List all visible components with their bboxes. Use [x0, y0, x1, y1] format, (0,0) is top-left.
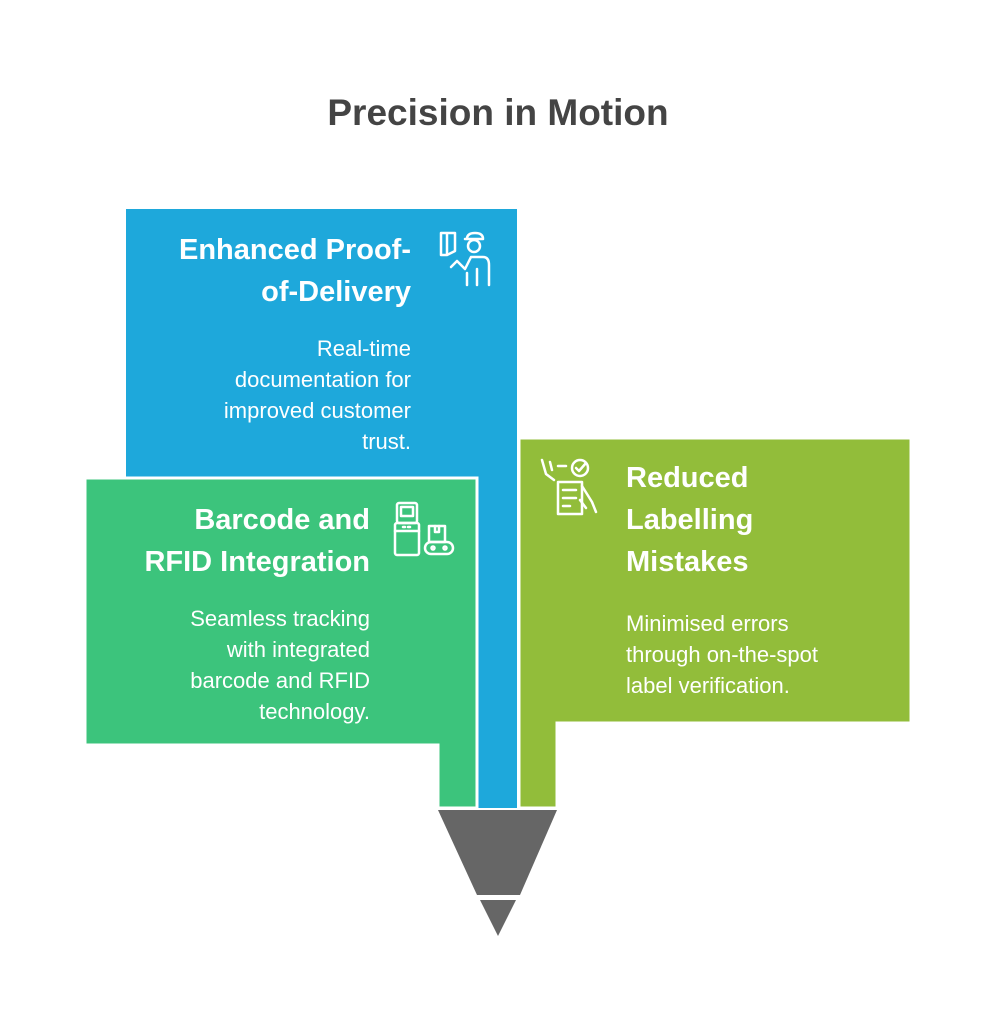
- olive-card-shape: [517, 436, 913, 810]
- desc-line: Minimised errors: [626, 611, 789, 636]
- desc-line: technology.: [259, 699, 370, 724]
- delivery-person-icon: [439, 231, 491, 287]
- desc-line: barcode and RFID: [190, 668, 370, 693]
- desc-line: improved customer: [223, 398, 411, 423]
- blue-card-shape: [126, 209, 517, 808]
- title-line: Mistakes: [626, 546, 749, 578]
- desc-line: label verification.: [626, 673, 790, 698]
- label-checklist-icon: [540, 458, 598, 516]
- title-line: Enhanced Proof-: [178, 234, 411, 266]
- title-line: Labelling: [626, 504, 754, 536]
- desc-line: Real-time: [316, 336, 411, 361]
- desc-line: through on-the-spot: [626, 642, 819, 667]
- desc-line: Seamless tracking: [190, 606, 370, 631]
- title-line: Reduced: [626, 462, 749, 494]
- green-card-shape: [83, 476, 479, 810]
- desc-line: with integrated: [226, 637, 370, 662]
- card-desc-proof-of-delivery: Real-time documentation for improved cus…: [130, 333, 411, 457]
- title-line: Barcode and: [194, 504, 370, 536]
- card-desc-labelling: Minimised errors through on-the-spot lab…: [626, 608, 906, 701]
- funnel-tip: [480, 900, 516, 936]
- card-title-proof-of-delivery: Enhanced Proof- of-Delivery: [130, 229, 411, 313]
- title-line: RFID Integration: [144, 546, 370, 578]
- desc-line: trust.: [362, 429, 411, 454]
- page-title: Precision in Motion: [327, 92, 669, 133]
- card-title-barcode-rfid: Barcode and RFID Integration: [90, 499, 370, 583]
- card-title-labelling: Reduced Labelling Mistakes: [626, 457, 906, 583]
- title-line: of-Delivery: [261, 276, 411, 308]
- barcode-machine-conveyor-icon: [393, 501, 455, 557]
- card-desc-barcode-rfid: Seamless tracking with integrated barcod…: [90, 603, 370, 727]
- desc-line: documentation for: [234, 367, 411, 392]
- funnel-top: [438, 810, 557, 895]
